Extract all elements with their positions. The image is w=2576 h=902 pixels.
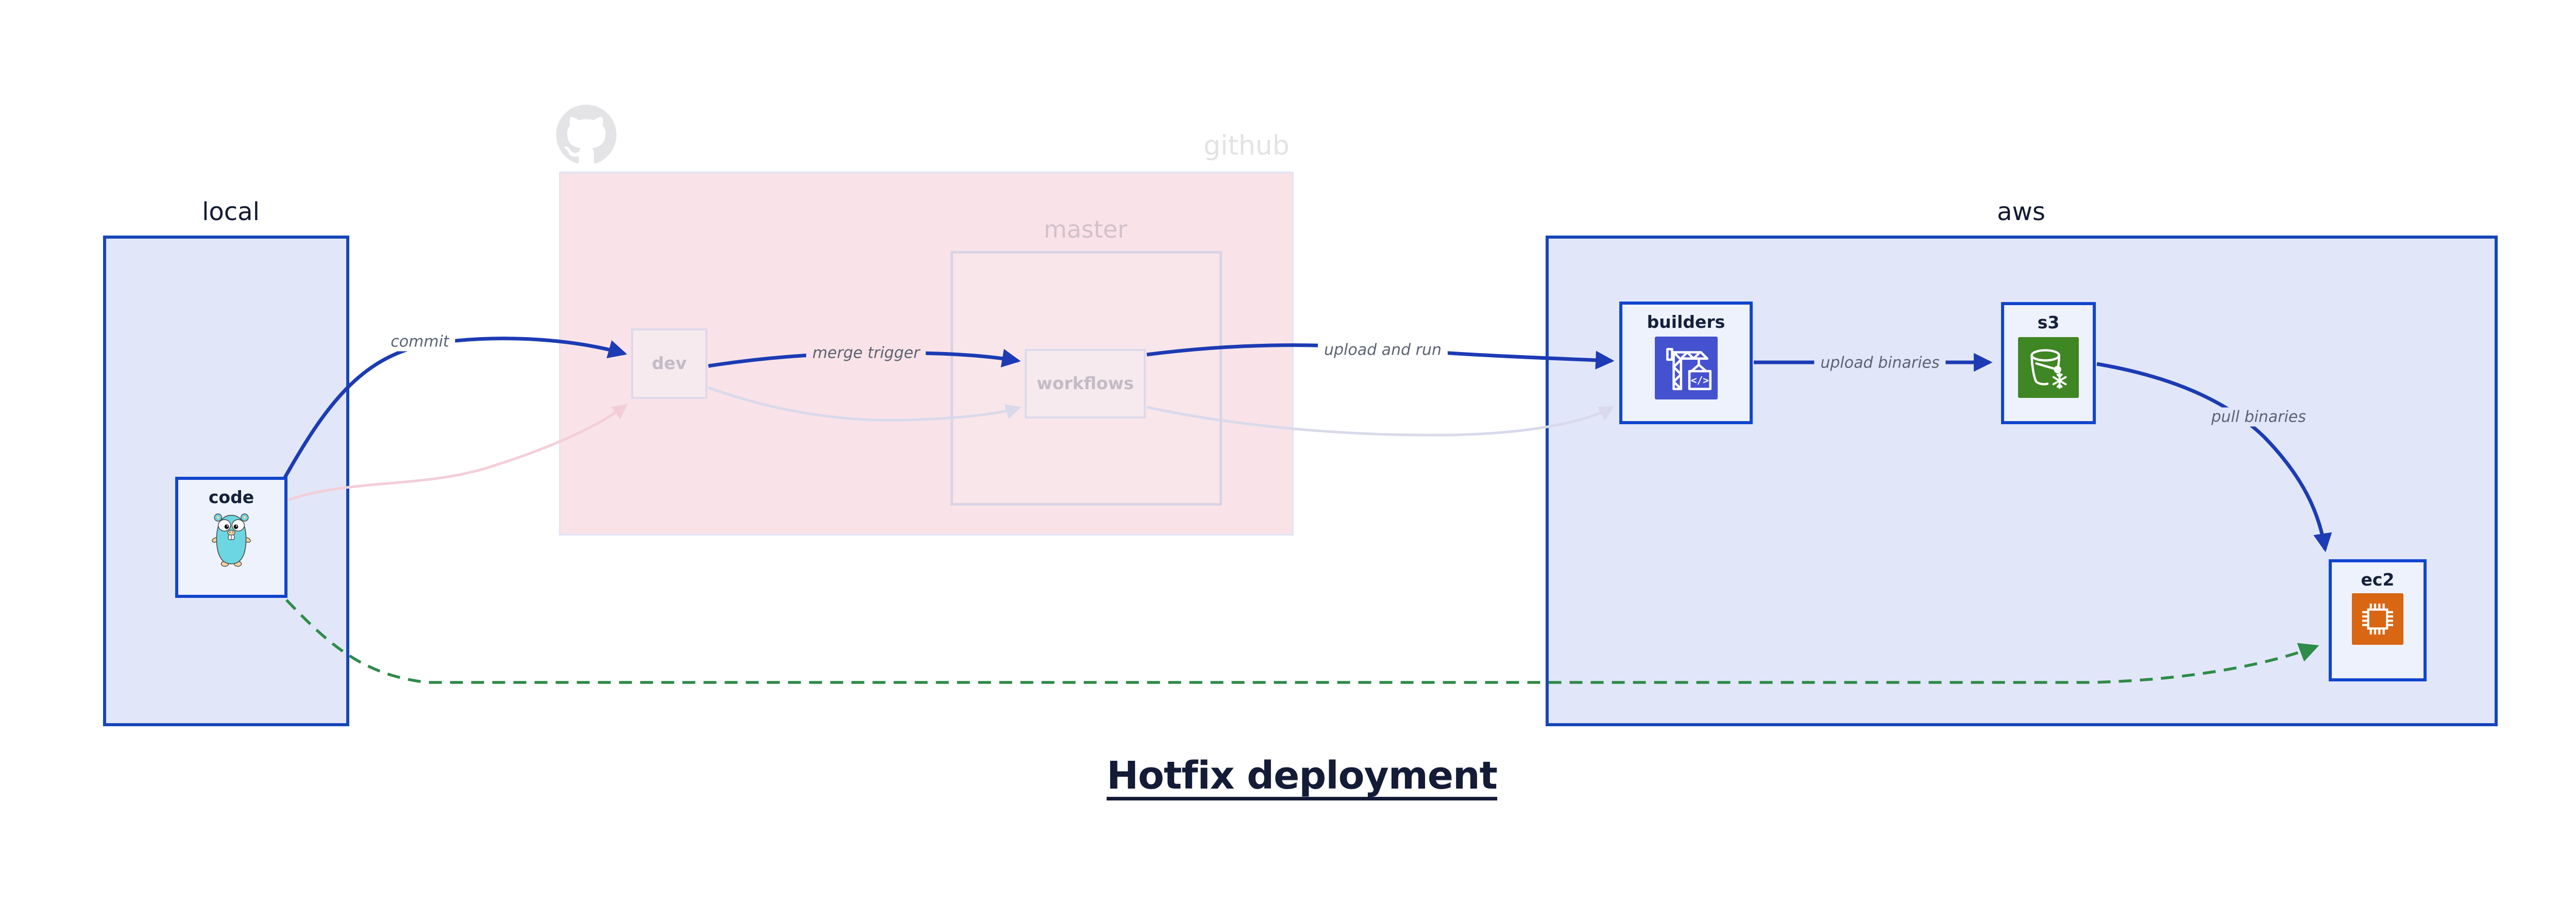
edge-label-commit: commit [384,332,455,352]
node-dev: dev [631,328,707,399]
node-s3: s3 [2001,302,2096,424]
node-workflows: workflows [1025,349,1146,419]
github-region-label: github [1204,130,1290,161]
node-code: code [175,477,287,598]
edge-label-pull-binaries: pull binaries [2205,407,2312,427]
aws-s3-glacier-bucket-icon [2018,337,2079,400]
master-branch-label: master [1043,215,1128,243]
edge-faded-upload [1146,406,1615,437]
edge-faded-commit [288,404,628,502]
node-ec2: ec2 [2329,559,2427,681]
node-workflows-label: workflows [1037,373,1134,394]
edge-label-merge-trigger: merge trigger [806,343,926,363]
edge-commit [282,337,628,479]
diagram-title: Hotfix deployment [1106,754,1498,798]
edge-hotfix-dashed [285,599,2319,684]
node-builders-label: builders [1647,312,1725,332]
node-builders: builders </> [1619,302,1753,424]
aws-ec2-chip-icon [2352,593,2403,647]
node-code-label: code [208,487,255,507]
aws-codebuild-crane-icon: </> [1654,337,1718,402]
edge-pull-binaries [2096,362,2332,553]
local-region-label: local [202,197,260,226]
edge-faded-merge [708,386,1022,422]
svg-text:</>: </> [1691,375,1709,387]
node-s3-label: s3 [2037,312,2060,332]
node-ec2-label: ec2 [2361,570,2395,590]
edge-label-upload-binaries: upload binaries [1814,353,1946,373]
node-dev-label: dev [652,353,687,374]
github-octocat-icon [555,105,617,165]
edge-label-upload-and-run: upload and run [1317,340,1448,360]
aws-region-label: aws [1997,197,2045,226]
go-gopher-icon [211,510,252,570]
